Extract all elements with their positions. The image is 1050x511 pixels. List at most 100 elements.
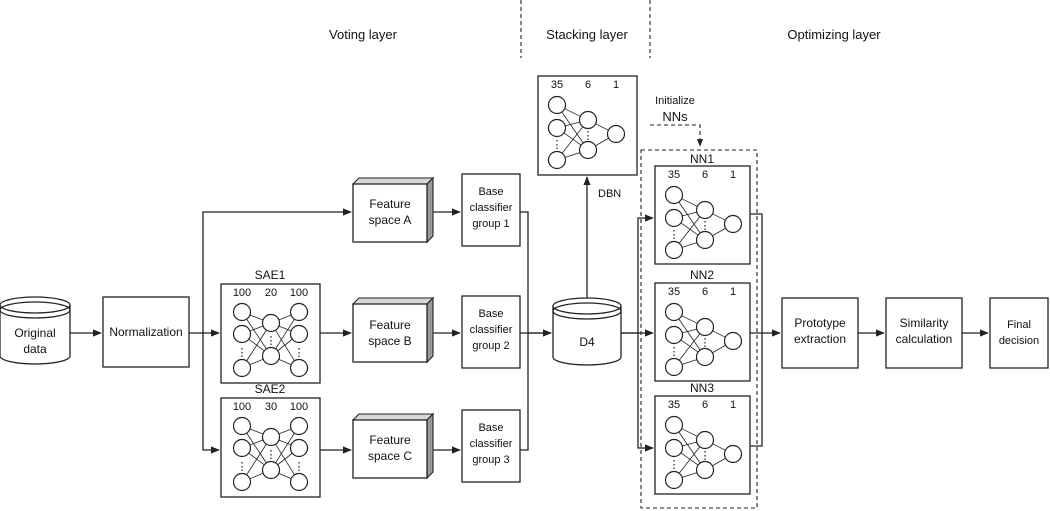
prototype-line-2: extraction xyxy=(794,332,846,346)
prototype-line-1: Prototype xyxy=(794,316,846,330)
layer-size-label: 6 xyxy=(585,79,591,91)
ellipsis-icon: ⋮ xyxy=(266,335,277,347)
neuron xyxy=(547,95,567,115)
connection-edge xyxy=(275,432,295,464)
connection-edge xyxy=(278,314,292,321)
connection-edge xyxy=(680,339,699,353)
group-2-line-3: group 2 xyxy=(472,340,509,352)
connection-edge xyxy=(678,318,701,351)
d4-cylinder: D4 xyxy=(552,297,622,366)
original-data-label-1: Original xyxy=(14,326,55,340)
connection-edge xyxy=(246,318,267,350)
layer-size-label: 1 xyxy=(730,169,736,181)
connection-edge xyxy=(249,358,264,366)
neuron xyxy=(289,416,309,436)
connection-edge xyxy=(712,443,726,451)
neuron xyxy=(232,302,252,322)
neuron xyxy=(664,357,684,377)
connection-edge xyxy=(249,428,264,435)
neuron xyxy=(232,358,252,378)
connection-edge xyxy=(712,344,726,354)
voting-layer-label: Voting layer xyxy=(329,27,398,42)
layer-size-label: 35 xyxy=(668,286,680,298)
neuron xyxy=(664,415,684,435)
final-line-2: decision xyxy=(999,335,1039,347)
ellipsis-icon: ⋮ xyxy=(700,337,711,349)
similarity-line-2: calculation xyxy=(896,332,953,346)
layer-size-label: 6 xyxy=(702,399,708,411)
neuron xyxy=(664,185,684,205)
original-data-cylinder: Original data xyxy=(0,296,71,365)
neuron xyxy=(578,140,598,160)
group-3-line-1: Base xyxy=(478,422,503,434)
neuron xyxy=(289,472,309,492)
connection-edge xyxy=(678,446,701,474)
layer-size-label: 100 xyxy=(233,287,251,299)
connection-edge xyxy=(278,358,292,366)
connection-edge xyxy=(277,338,293,352)
final-decision-box xyxy=(989,297,1049,369)
neuron xyxy=(695,230,715,250)
feature-space-c-line-2: space C xyxy=(368,449,412,463)
connection-edge xyxy=(712,330,726,338)
original-data-label-2: data xyxy=(23,342,47,356)
stacking-layer-label: Stacking layer xyxy=(546,27,628,42)
neuron xyxy=(578,110,598,130)
connection-edge xyxy=(278,439,292,446)
neuron xyxy=(232,438,252,458)
ellipsis-icon: ⋮ xyxy=(669,229,680,241)
connection-edge xyxy=(595,123,609,131)
feature-space-c-box: Feature space C xyxy=(351,412,435,480)
base-classifier-group-2: Base classifier group 2 xyxy=(461,295,521,369)
nn-group-dashed-box xyxy=(640,149,758,509)
normalization-label: Normalization xyxy=(109,325,182,339)
connection-edge xyxy=(275,318,295,350)
feature-space-a-line-2: space A xyxy=(369,213,412,227)
feature-space-b-line-1: Feature xyxy=(369,318,411,332)
similarity-calculation-box xyxy=(885,297,963,369)
ellipsis-icon: ⋮ xyxy=(700,220,711,232)
group-1-line-1: Base xyxy=(478,186,503,198)
connection-edge xyxy=(564,152,581,158)
connection-edge xyxy=(680,452,699,466)
neuron xyxy=(664,470,684,490)
neuron xyxy=(289,324,309,344)
prototype-extraction-box xyxy=(781,297,859,369)
connection-edge xyxy=(682,211,697,217)
connection-edge xyxy=(678,333,701,361)
neuron xyxy=(664,302,684,322)
layer-size-label: 20 xyxy=(265,287,277,299)
connection-edge xyxy=(246,443,267,476)
feature-space-c-line-1: Feature xyxy=(369,433,411,447)
ellipsis-icon: ⋮ xyxy=(669,459,680,471)
normalization-box xyxy=(102,296,190,368)
connection-edge xyxy=(278,428,292,435)
final-line-1: Final xyxy=(1007,319,1031,331)
group-2-line-2: classifier xyxy=(470,324,513,336)
neuron xyxy=(695,430,715,450)
connection-edge xyxy=(278,472,292,480)
neuron xyxy=(664,438,684,458)
connection-edge xyxy=(277,452,293,466)
feature-space-a-box: Feature space A xyxy=(351,176,435,244)
feature-space-a-line-1: Feature xyxy=(369,197,411,211)
neuron xyxy=(723,214,743,234)
connection-edge xyxy=(678,216,701,244)
neuron xyxy=(289,358,309,378)
neuron xyxy=(695,460,715,480)
layer-size-label: 6 xyxy=(702,169,708,181)
connection-edge xyxy=(682,328,697,334)
connection-edge xyxy=(564,108,581,117)
layer-size-label: 1 xyxy=(730,399,736,411)
neuron xyxy=(261,346,281,366)
neuron xyxy=(547,118,567,138)
neuron xyxy=(232,416,252,436)
layer-size-label: 100 xyxy=(290,287,308,299)
neuron xyxy=(695,347,715,367)
initialize-label-1: Initialize xyxy=(655,95,695,107)
ellipsis-icon: ⋮ xyxy=(266,449,277,461)
neuron xyxy=(695,317,715,337)
connection-edge xyxy=(246,432,267,464)
ellipsis-icon: ⋮ xyxy=(294,461,305,473)
